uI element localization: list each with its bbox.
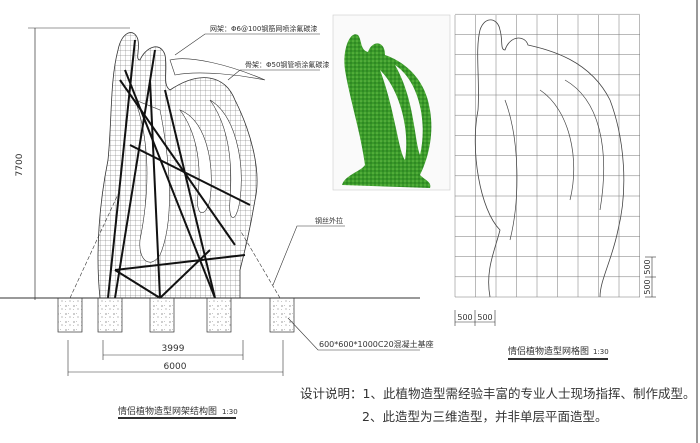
grid-drawing <box>454 13 640 298</box>
design-note-2: 2、此造型为三维造型，并非单层平面造型。 <box>362 409 607 424</box>
callout-frame: 骨架：Φ50钢管喷涂氟碳漆 <box>227 60 329 81</box>
callout-base: 600*600*1000C20混凝土基座 <box>287 317 434 351</box>
design-note-1: 设计说明：1、此植物造型需经验丰富的专业人士现场指挥、制作成型。 <box>300 386 695 401</box>
total-width-label: 6000 <box>164 362 187 372</box>
concrete-footings <box>57 297 295 333</box>
mesh-label: 网架：Φ6@100钢筋网喷涂氟碳漆 <box>210 24 317 33</box>
frame-label: 骨架：Φ50钢管喷涂氟碳漆 <box>245 60 329 69</box>
guy-wires <box>69 189 281 299</box>
skeleton-frame <box>107 39 251 299</box>
grid-cell-label-b: 500 <box>477 313 492 322</box>
grid-cell-label-a: 500 <box>457 313 472 322</box>
sculpture-mesh <box>97 32 266 299</box>
callout-wire: 钢丝外拉 <box>272 216 345 286</box>
structure-scale: 1:30 <box>222 408 238 416</box>
grid-scale: 1:30 <box>593 348 609 356</box>
grid-title: 情侣植物造型网格图 <box>508 345 589 357</box>
callout-mesh: 网架：Φ6@100钢筋网喷涂氟碳漆 <box>174 24 320 56</box>
grid-cell-label-v1: 500 <box>643 279 652 294</box>
grid-dimensions <box>454 256 656 326</box>
inner-width-label: 3999 <box>162 344 185 354</box>
height-dimension: 7700 <box>15 27 130 300</box>
wire-label: 钢丝外拉 <box>315 216 343 225</box>
width-dimensions <box>67 340 284 376</box>
plant-sculpture-photo <box>332 14 451 191</box>
base-label: 600*600*1000C20混凝土基座 <box>319 339 434 349</box>
height-dim-label: 7700 <box>15 153 25 176</box>
grid-cell-label-v2: 500 <box>643 259 652 274</box>
structure-title: 情侣植物造型网架结构图 <box>118 405 217 417</box>
